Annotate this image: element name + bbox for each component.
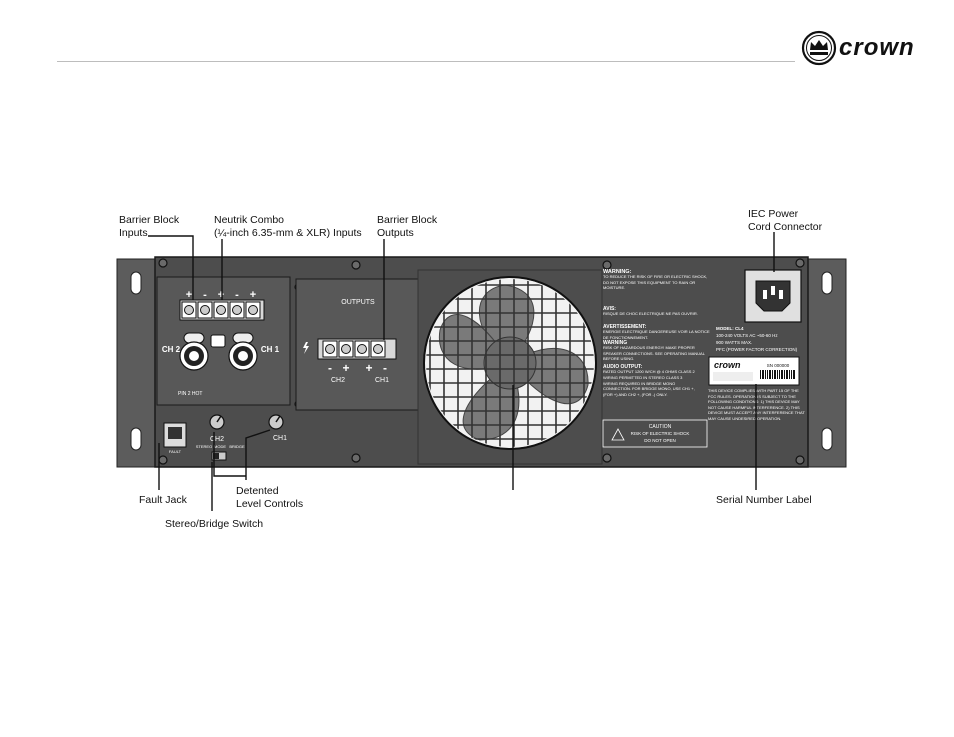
output-ch1-label: CH1 [375,377,389,384]
serial-number-label: crown SN 000000 [708,356,800,386]
input-sign-2: - [203,289,207,301]
lightning-bolt-icon [303,342,309,354]
ul-mark-icon [210,334,226,348]
svg-text:MODEL: CL4: MODEL: CL4 [716,326,744,331]
fcc-notice: THIS DEVICE COMPLIES WITH PART 15 OF THE… [708,388,805,421]
crown-emblem-icon [801,30,837,66]
leader-lines [148,232,775,511]
svg-text:RISK OF ELECTRIC SHOCK: RISK OF ELECTRIC SHOCK [631,431,690,436]
stereo-bridge-switch: STEREO MODE BRIDGE [196,444,245,461]
svg-text:AVERTISSEMENT:: AVERTISSEMENT: [603,324,647,330]
warning-body: TO REDUCE THE RISK OF FIRE OR ELECTRIC S… [603,274,708,290]
svg-text:BRIDGE: BRIDGE [229,444,245,449]
leader-knob-ch1 [245,429,271,480]
svg-text:MODE: MODE [214,444,226,449]
level-knob-ch2: CH2 [209,414,225,443]
warning-text-block: WARNING: TO REDUCE THE RISK OF FIRE OR E… [603,269,710,398]
ch1-input-label: CH 1 [261,345,280,354]
label-fault-jack: Fault Jack [139,494,187,506]
avertissement-body: ENERGIE ELECTRIQUE DANGEREUSE VOIR LA NO… [603,329,710,340]
svg-text:100-240 VOLTS AC ~50-60 Hz: 100-240 VOLTS AC ~50-60 Hz [716,333,778,338]
output-sign-4: - [383,361,387,375]
svg-text:900 WATTS MAX.: 900 WATTS MAX. [716,340,752,345]
audio-output-body: RATED OUTPUT 1200 W/CH @ 4 OHMS CLASS 2 … [603,369,695,398]
output-sign-1: - [328,361,332,375]
barcode-icon [760,370,795,379]
rack-ear-right [805,258,847,468]
caution-triangle-icon [611,428,625,441]
input-sign-1: + [186,289,192,301]
label-serial-number: Serial Number Label [716,494,812,506]
svg-text:CH2: CH2 [210,436,224,443]
input-sign-3: + [218,289,224,301]
output-sign-3: + [365,361,372,375]
outputs-title: OUTPUTS [341,299,375,306]
input-module: + - + - + CH 2 CH 1 PIN 2 HOT [156,276,291,406]
output-sign-2: + [342,361,349,375]
svg-text:WARNING: WARNING [603,340,627,346]
header-rule [57,61,795,62]
model-info: MODEL: CL4 100-240 VOLTS AC ~50-60 Hz 90… [716,326,798,352]
svg-text:AUDIO OUTPUT:: AUDIO OUTPUT: [603,364,643,370]
warning2-body: RISK OF HAZARDOUS ENERGY! MAKE PROPER SP… [603,345,705,361]
crown-logo: crown [801,30,941,70]
svg-text:PFC (POWER FACTOR CORRECTION): PFC (POWER FACTOR CORRECTION) [716,347,798,352]
input-sign-4: - [235,289,239,301]
leader-knob-ch2 [213,432,246,477]
svg-text:AVIS:: AVIS: [603,306,616,312]
pin-hot-note: PIN 2 HOT [178,391,202,397]
input-sign-5: + [250,289,256,301]
svg-text:crown: crown [714,360,741,370]
output-ch2-label: CH2 [331,377,345,384]
svg-text:WARNING:: WARNING: [603,269,632,275]
cooling-fan [417,269,603,465]
svg-text:CH1: CH1 [273,435,287,442]
svg-text:DO NOT OPEN: DO NOT OPEN [644,438,675,443]
level-knob-ch1: CH1 [268,414,287,442]
svg-text:CAUTION: CAUTION [649,424,672,430]
svg-text:SN 000000: SN 000000 [767,363,790,368]
neutrik-combo-jack-ch2 [179,332,209,371]
label-stereo-bridge-switch: Stereo/Bridge Switch [165,518,264,530]
ch2-input-label: CH 2 [162,345,181,354]
label-neutrik-combo: Neutrik Combo(¼-inch 6.35-mm & XLR) Inpu… [214,214,362,239]
leader-barrier-inputs [148,235,194,300]
svg-text:FAULT: FAULT [169,449,182,454]
brand-name: crown [839,34,915,61]
fault-jack: FAULT [163,422,187,454]
iec-power-inlet [744,269,802,323]
neutrik-combo-jack-ch1 [228,332,258,371]
rack-ear-left [116,258,158,468]
avis-body: RISQUE DE CHOC ELECTRIQUE NE PAS OUVRIR. [603,311,698,316]
caution-box: CAUTION RISK OF ELECTRIC SHOCK DO NOT OP… [602,419,708,448]
svg-text:STEREO: STEREO [196,444,212,449]
output-module: OUTPUTS - + + - CH2 CH1 [295,278,421,411]
